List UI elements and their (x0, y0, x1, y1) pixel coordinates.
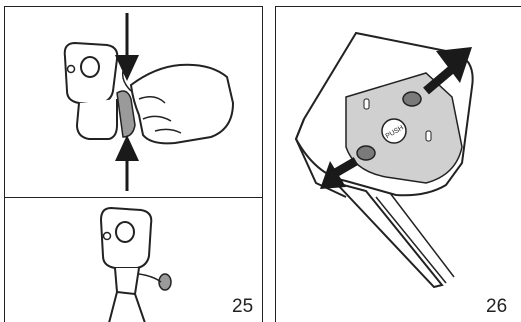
figure-25-bottom-panel (4, 197, 263, 322)
released-catch-illustration (5, 198, 263, 322)
side-button-icon (357, 146, 375, 160)
figure-25-top-panel (4, 6, 263, 198)
push-release-illustration: PUSH (276, 7, 521, 322)
body-hole-icon (116, 222, 134, 242)
body-hole-icon (81, 57, 99, 77)
side-button-icon (403, 92, 421, 106)
arrow-down-icon (115, 13, 139, 81)
hand-squeeze-illustration (5, 7, 263, 198)
arrow-up-icon (115, 135, 139, 191)
hand-icon (131, 65, 233, 144)
figure-number-25: 25 (232, 296, 253, 318)
figure-26-panel: PUSH (275, 6, 521, 322)
figure-number-26: 26 (486, 296, 507, 318)
